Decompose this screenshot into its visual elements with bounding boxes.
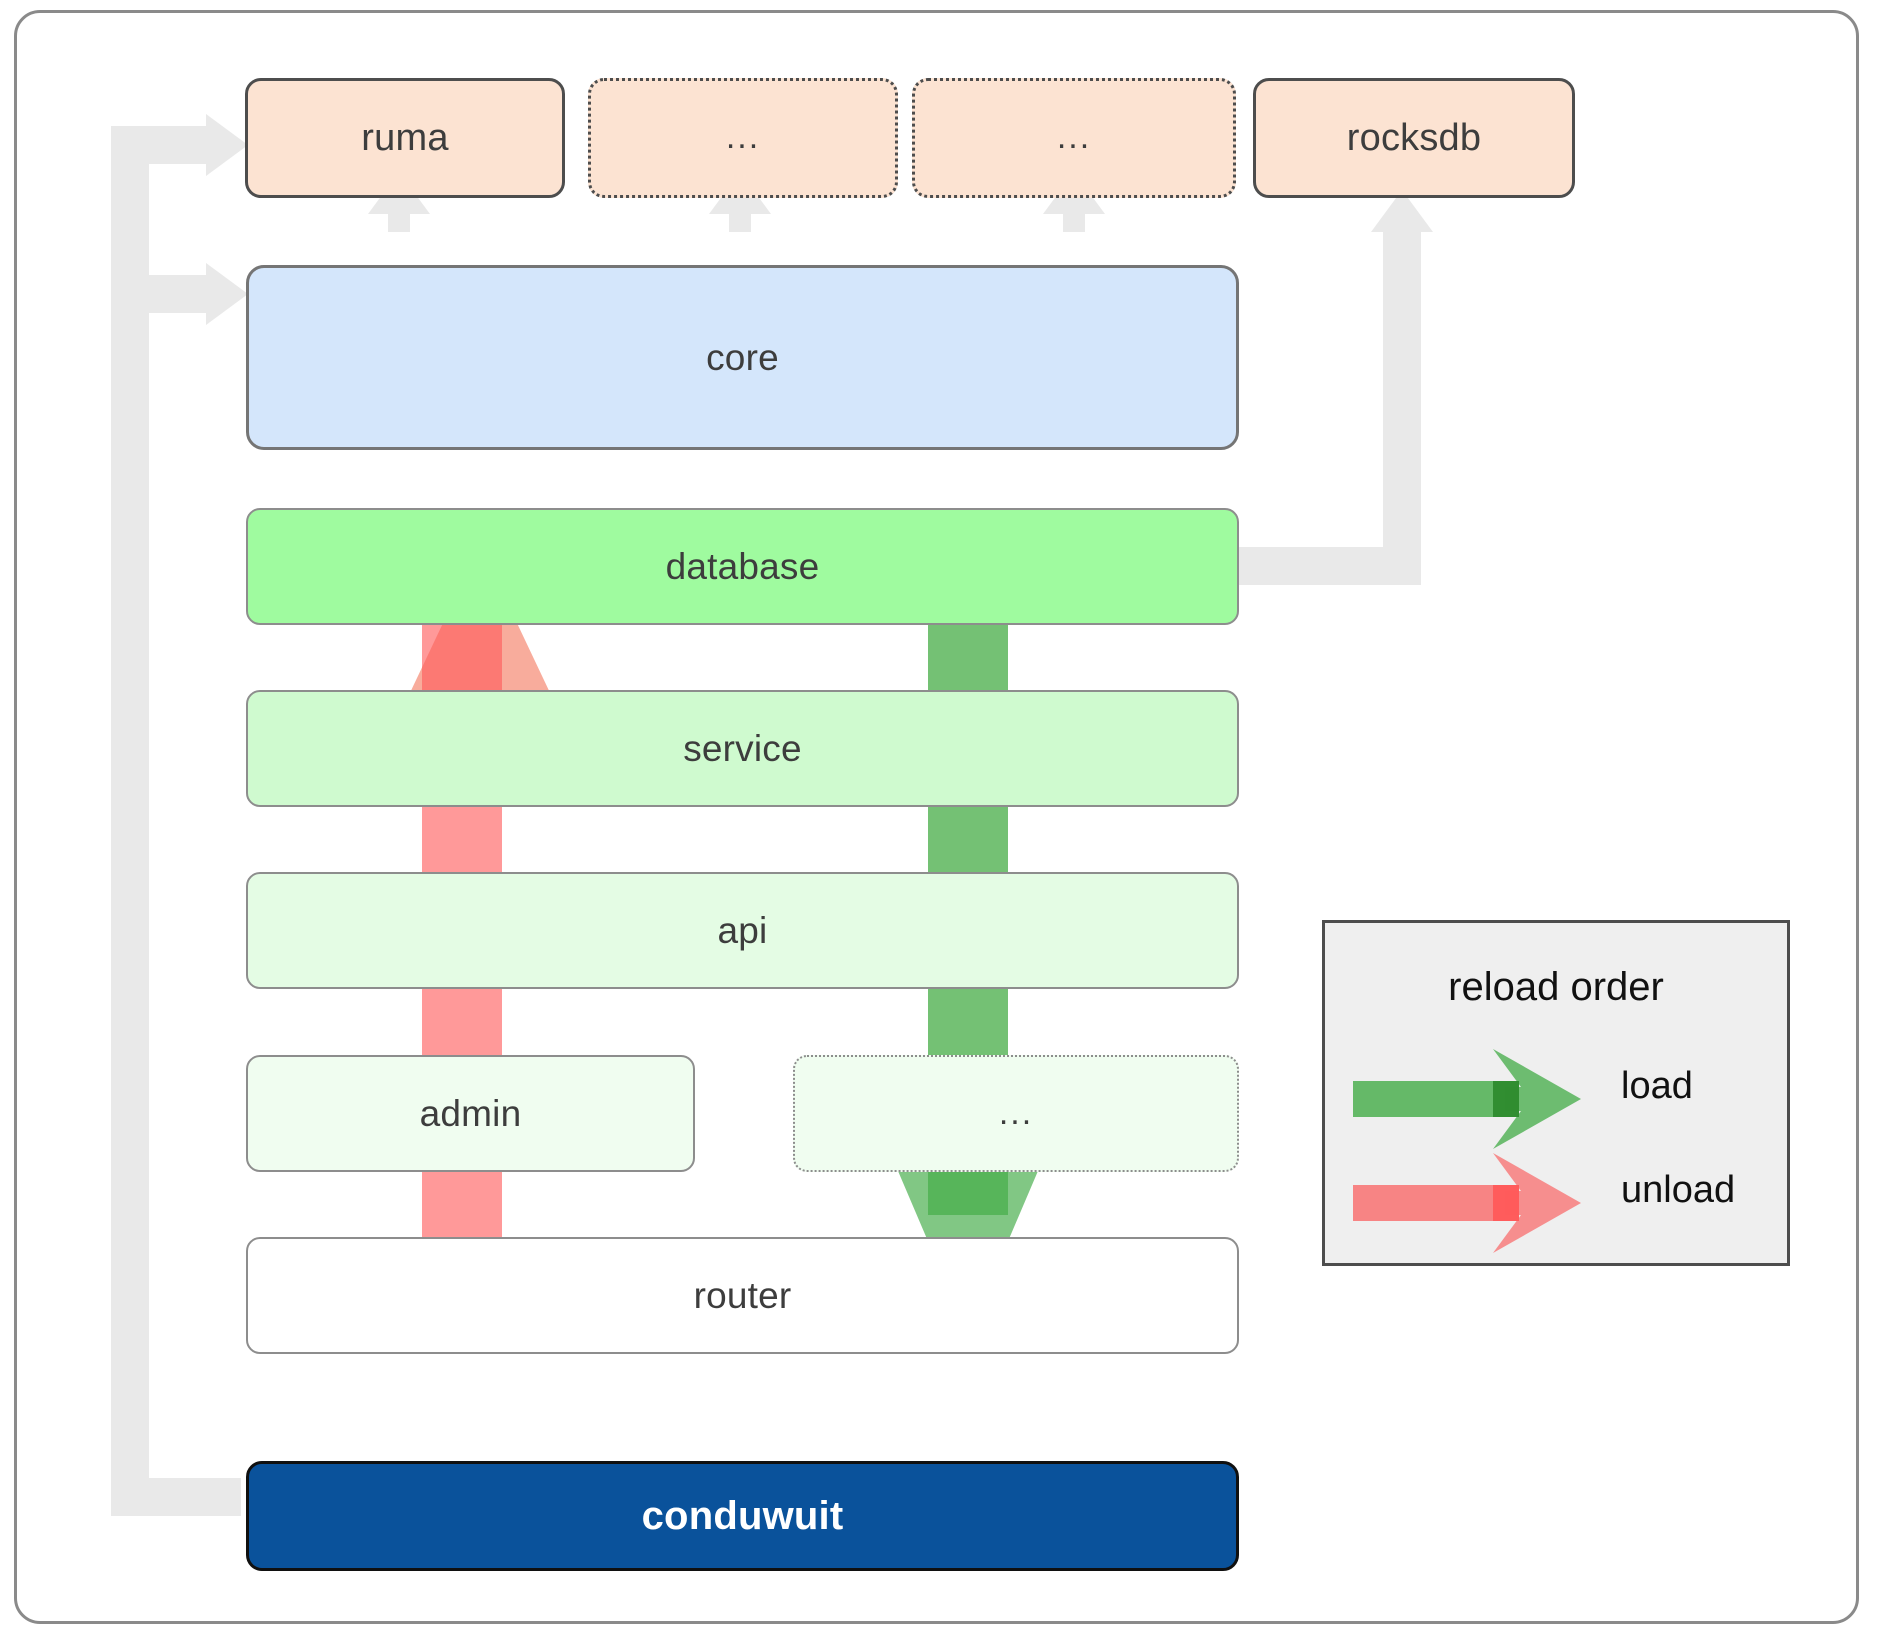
dependency-label: ... [725, 118, 761, 157]
connector-to-core-head [206, 263, 248, 325]
legend-unload-arrow-icon [1353, 1153, 1593, 1258]
dependency-box-placeholder-2[interactable]: ... [912, 78, 1236, 198]
layer-box-service[interactable]: service [246, 690, 1239, 807]
connector-to-core-shaft [111, 275, 215, 313]
connector-db-to-rocksdb-vertical [1383, 230, 1421, 585]
legend-unload-label: unload [1621, 1169, 1736, 1211]
core-box[interactable]: core [246, 265, 1239, 450]
dependency-box-rocksdb[interactable]: rocksdb [1253, 78, 1575, 198]
layer-label: api [717, 909, 768, 951]
legend-row-unload: unload [1325, 1145, 1787, 1265]
legend-title: reload order [1448, 965, 1664, 1009]
legend-panel: reload order load unload [1322, 920, 1790, 1266]
root-box-conduwuit[interactable]: conduwuit [246, 1461, 1239, 1571]
connector-to-ruma-shaft [111, 126, 215, 164]
layer-label: router [693, 1274, 792, 1316]
dependency-box-placeholder-1[interactable]: ... [588, 78, 898, 198]
layer-box-api[interactable]: api [246, 872, 1239, 989]
layer-box-database[interactable]: database [246, 508, 1239, 625]
diagram-frame [14, 10, 1859, 1624]
dependency-label: ... [1056, 118, 1092, 157]
root-label: conduwuit [641, 1493, 844, 1538]
legend-load-label: load [1621, 1065, 1693, 1107]
layer-box-placeholder[interactable]: ... [793, 1055, 1239, 1172]
dependency-label: ruma [361, 116, 449, 159]
layer-label: service [683, 727, 802, 769]
dependency-label: rocksdb [1346, 116, 1482, 159]
core-label: core [706, 336, 779, 378]
layer-label: database [665, 545, 820, 587]
legend-load-arrow-icon [1353, 1049, 1593, 1154]
layer-box-admin[interactable]: admin [246, 1055, 695, 1172]
connector-to-ruma-head [206, 114, 248, 176]
layer-label: ... [998, 1093, 1034, 1132]
dependency-box-ruma[interactable]: ruma [245, 78, 565, 198]
layer-box-router[interactable]: router [246, 1237, 1239, 1354]
layer-label: admin [419, 1092, 522, 1134]
legend-row-load: load [1325, 1041, 1787, 1161]
connector-left-spine [111, 126, 149, 1516]
connector-conduwuit-stub [111, 1478, 241, 1516]
